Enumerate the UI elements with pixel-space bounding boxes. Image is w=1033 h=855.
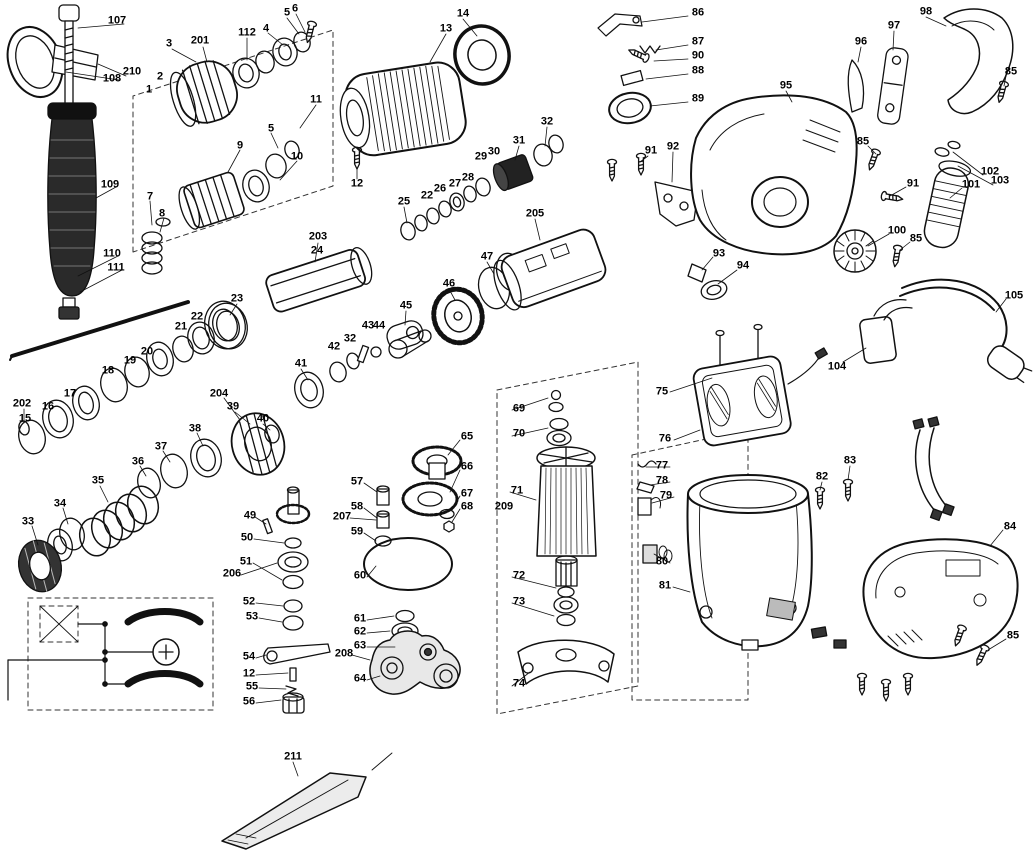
- motor-housing: [690, 94, 858, 256]
- depth-stop-rod: [9, 300, 190, 361]
- motor-housing-cup: [686, 474, 854, 651]
- armature-group: [517, 389, 615, 685]
- switch-bracket-parts: [606, 152, 699, 227]
- leader-lines: [23, 13, 1007, 777]
- carbon-brushes: [636, 460, 673, 564]
- brush-holder-parts: [597, 13, 661, 125]
- field-stator: [692, 323, 828, 447]
- chisel-bit: [221, 752, 393, 850]
- gearbox-cluster: [363, 445, 463, 695]
- washer-string: [351, 134, 564, 241]
- clutch-spring-group: [17, 412, 286, 593]
- intermediate-shaft-group: [262, 486, 331, 714]
- rear-covers-and-grip: [833, 8, 1014, 273]
- capacitor-and-cord: [859, 278, 1033, 522]
- hammer-tube-group: [208, 228, 728, 409]
- dust-boot: [339, 24, 511, 157]
- side-handle-assembly: [6, 4, 99, 320]
- wiring-schematic: [7, 605, 204, 701]
- housing-shell: [856, 538, 1019, 702]
- ring-string-left: [18, 300, 246, 455]
- group-boundary-boxes: [27, 29, 749, 715]
- chuck-assembly: [141, 19, 318, 275]
